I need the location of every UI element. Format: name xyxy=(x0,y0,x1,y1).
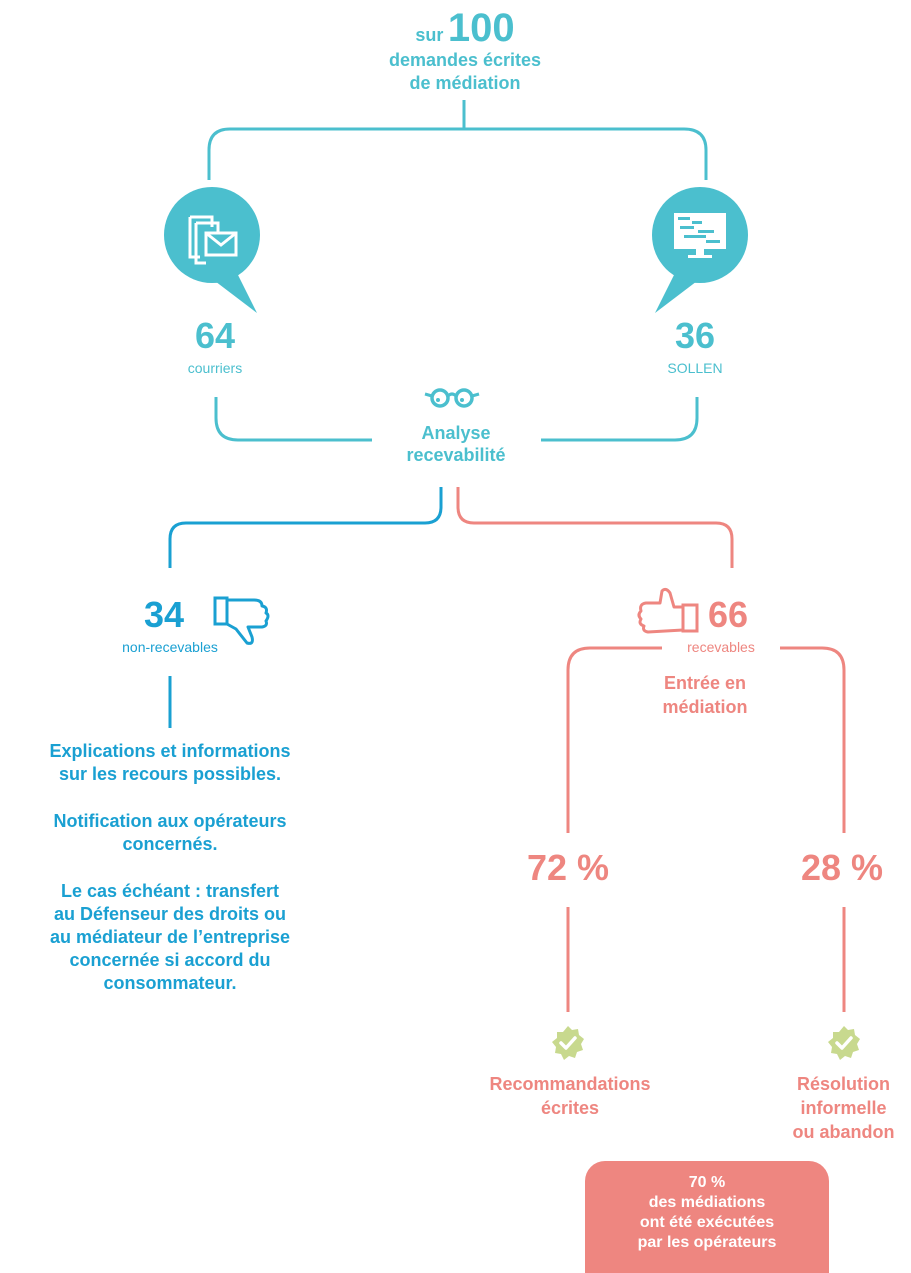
non-receivable-paragraph: Explications et informations sur les rec… xyxy=(0,740,340,786)
receivable-label: recevables xyxy=(687,639,755,655)
callout-line: par les opérateurs xyxy=(637,1234,777,1251)
non-receivable-text: Explications et informations sur les rec… xyxy=(0,740,340,995)
analysis-line2: recevabilité xyxy=(406,444,506,465)
left-outcome: Recommandations écrites xyxy=(460,1072,680,1120)
left-channel-label: courriers xyxy=(187,360,243,376)
header-number: 100 xyxy=(447,6,515,50)
header-prefix: sur xyxy=(415,25,444,45)
thumbs-down-icon xyxy=(212,595,272,652)
check-icon xyxy=(826,1025,862,1066)
non-receivable-label: non-recevables xyxy=(122,639,218,655)
text-line: au médiateur de l’entreprise xyxy=(49,927,291,947)
mail-bubble xyxy=(162,185,262,320)
header-line2: de médiation xyxy=(409,73,521,93)
entry-line2: médiation xyxy=(662,697,748,717)
outcome-line: ou abandon xyxy=(792,1122,895,1142)
analysis-line1: Analyse xyxy=(421,423,491,443)
monitor-icon xyxy=(652,187,748,313)
header-line1: demandes écrites xyxy=(388,50,542,70)
text-line: consommateur. xyxy=(103,973,237,993)
callout-box: 70 % des médiations ont été exécutées pa… xyxy=(585,1161,829,1273)
outcome-line: informelle xyxy=(800,1098,887,1118)
header: sur 100 demandes écrites de médiation xyxy=(330,8,600,94)
text-line: Le cas échéant : transfert xyxy=(60,881,280,901)
outcome-line: Recommandations xyxy=(489,1074,651,1094)
monitor-bubble xyxy=(650,185,750,320)
left-channel-count: 64 xyxy=(194,315,236,356)
right-channel-count: 36 xyxy=(674,315,716,356)
left-percentage: 72 % xyxy=(526,847,610,888)
non-receivable-count: 34 xyxy=(144,594,185,635)
text-line: concernés. xyxy=(122,834,218,854)
entry-line1: Entrée en xyxy=(663,673,747,693)
analysis-label: Analyse recevabilité xyxy=(372,423,540,466)
thumbs-up-icon xyxy=(636,585,700,640)
callout-line: des médiations xyxy=(648,1194,766,1211)
text-line: concernée si accord du xyxy=(69,950,271,970)
glasses-icon xyxy=(420,386,484,415)
entry-mediation: Entrée en médiation xyxy=(630,671,780,719)
left-channel: 64 courriers xyxy=(150,315,280,377)
callout-line: 70 % xyxy=(688,1174,726,1191)
check-icon xyxy=(550,1025,586,1066)
callout-line: ont été exécutées xyxy=(639,1214,775,1231)
mail-icon xyxy=(164,187,260,313)
text-line: sur les recours possibles. xyxy=(58,764,282,784)
non-receivable-paragraph: Le cas échéant : transfert au Défenseur … xyxy=(0,880,340,995)
right-channel: 36 SOLLEN xyxy=(630,315,760,377)
text-line: Notification aux opérateurs xyxy=(53,811,287,831)
outcome-line: écrites xyxy=(540,1098,600,1118)
right-outcome: Résolution informelle ou abandon xyxy=(776,1072,911,1144)
text-line: Explications et informations xyxy=(49,741,291,761)
right-channel-label: SOLLEN xyxy=(667,360,723,376)
outcome-line: Résolution xyxy=(797,1074,890,1094)
non-receivable-paragraph: Notification aux opérateurs concernés. xyxy=(0,810,340,856)
text-line: au Défenseur des droits ou xyxy=(53,904,287,924)
right-percentage: 28 % xyxy=(800,847,884,888)
receivable-count: 66 xyxy=(708,594,749,635)
